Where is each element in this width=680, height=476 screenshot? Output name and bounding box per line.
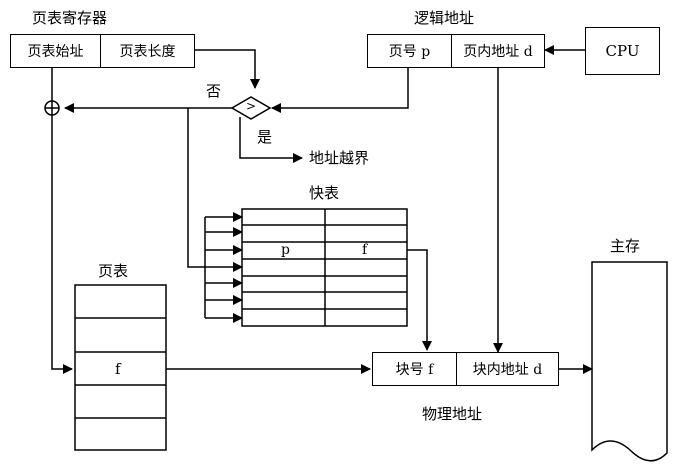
- p-to-tlb-line: [187, 108, 205, 268]
- compare-diamond: [230, 96, 272, 120]
- pageno-to-compare-arrow: [271, 68, 409, 113]
- block-offset-field: 块内地址 d: [456, 352, 559, 386]
- tlb-title: 快表: [309, 184, 340, 202]
- logical-address-title: 逻辑地址: [414, 9, 475, 27]
- tlb-f-entry: f: [362, 242, 368, 258]
- tlb-table: [241, 208, 408, 327]
- address-overflow-label: 地址越界: [309, 149, 370, 167]
- compare-symbol: >: [246, 99, 257, 113]
- adder-to-pagetable-arrow: [51, 115, 73, 374]
- block-number-field: 块号 f: [372, 352, 457, 386]
- tlb-p-entry: p: [281, 242, 290, 258]
- page-number-field: 页号 p: [367, 34, 452, 68]
- length-to-compare-arrow: [195, 49, 260, 89]
- page-table-f-entry: f: [115, 360, 121, 378]
- page-table-start-field: 页表始址: [10, 34, 101, 68]
- page-register-title: 页表寄存器: [32, 9, 108, 27]
- tlb-f-to-block-arrow: [407, 249, 432, 351]
- page-offset-field: 页内地址 d: [451, 34, 545, 68]
- physical-address-title: 物理地址: [422, 405, 483, 423]
- page-table-length-field: 页表长度: [100, 34, 195, 68]
- yes-to-overflow-arrow: [239, 117, 303, 163]
- main-memory-shape: [591, 261, 668, 462]
- main-memory-title: 主存: [610, 237, 641, 255]
- compare-no-label: 否: [206, 82, 222, 100]
- compare-yes-label: 是: [257, 128, 273, 146]
- adder-icon: [44, 100, 60, 116]
- page-table-title: 页表: [98, 262, 129, 280]
- page-table: [74, 284, 167, 451]
- cpu-box: CPU: [585, 27, 660, 75]
